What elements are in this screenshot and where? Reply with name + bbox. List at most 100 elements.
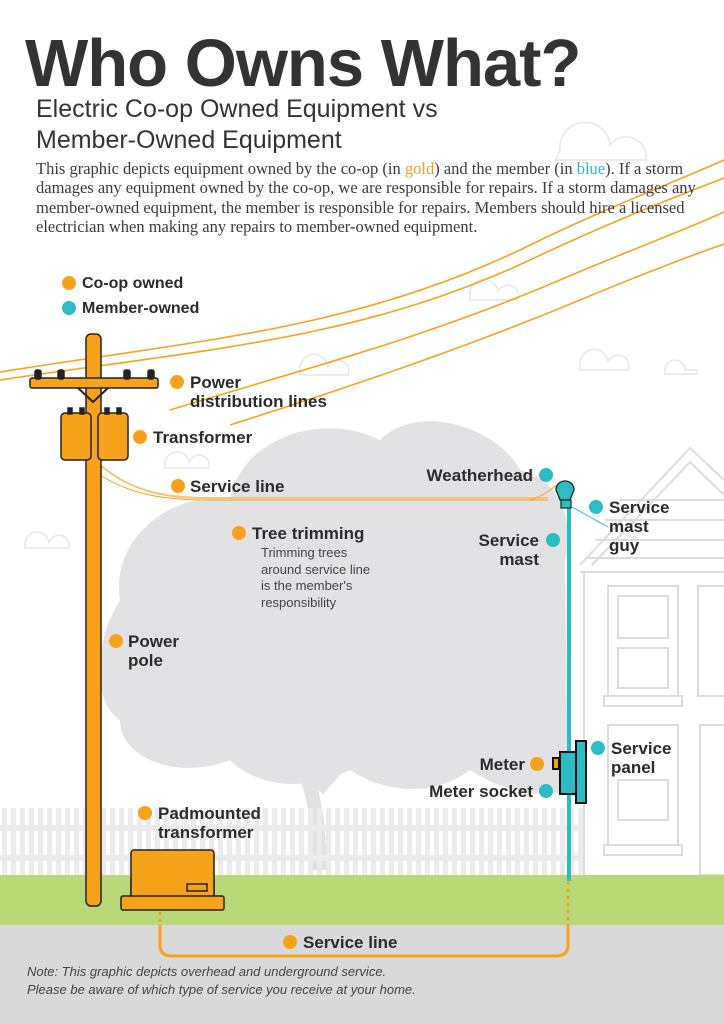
service-panel-dot <box>591 741 605 755</box>
fence-picket <box>182 808 187 875</box>
fence-picket <box>344 808 349 875</box>
label-meter: Meter <box>479 755 525 774</box>
fence-picket <box>551 808 556 875</box>
fence-picket <box>335 808 340 875</box>
underground-service-line-dot <box>283 935 297 949</box>
transformer-illustration <box>60 407 129 461</box>
fence-picket <box>398 808 403 875</box>
blue-word: blue <box>576 159 606 178</box>
gold-word: gold <box>404 159 435 178</box>
fence-picket <box>101 808 106 875</box>
fence-picket <box>425 808 430 875</box>
label-line: panel <box>611 758 656 777</box>
fence-picket <box>236 808 241 875</box>
note-line: Please be aware of which type of service… <box>27 982 416 997</box>
fence-picket <box>2 808 7 875</box>
fence-picket <box>173 808 178 875</box>
fence-picket <box>308 808 313 875</box>
fence-picket <box>317 808 322 875</box>
intro-paragraph: This graphic depicts equipment owned by … <box>36 159 724 237</box>
fence-picket <box>146 808 151 875</box>
fence-picket <box>299 808 304 875</box>
ground <box>0 925 724 1024</box>
label-line: Power <box>190 373 242 392</box>
fence-picket <box>110 808 115 875</box>
label-line: distribution lines <box>190 392 327 411</box>
fence-picket <box>128 808 133 875</box>
fence-picket <box>452 808 457 875</box>
label-line: mast <box>609 517 649 536</box>
page-title: Who Owns What? <box>25 26 581 101</box>
power-pole-dot <box>109 634 123 648</box>
subtitle-line-2: Member-Owned Equipment <box>36 126 342 154</box>
legend-member-owned: Member-owned <box>82 300 200 317</box>
fence-picket <box>263 808 268 875</box>
fence-picket <box>191 808 196 875</box>
label-line: Padmounted <box>158 804 261 823</box>
meter-dot <box>530 757 544 771</box>
service-mast-illustration <box>555 480 609 881</box>
note-line: Note: This graphic depicts overhead and … <box>27 964 387 979</box>
fence-picket <box>362 808 367 875</box>
label-line: transformer <box>158 823 254 842</box>
fence-picket <box>389 808 394 875</box>
label-tree-trimming: Tree trimming <box>252 524 365 543</box>
subtitle-line-1: Electric Co-op Owned Equipment vs <box>36 95 438 123</box>
fence-picket <box>218 808 223 875</box>
fence-picket <box>434 808 439 875</box>
fence-picket <box>371 808 376 875</box>
fence-picket <box>29 808 34 875</box>
fence-picket <box>488 808 493 875</box>
fence-picket <box>56 808 61 875</box>
house-illustration <box>579 446 724 876</box>
fence-picket <box>542 808 547 875</box>
label-line: guy <box>609 536 640 555</box>
fence-picket <box>20 808 25 875</box>
label-transformer: Transformer <box>153 428 253 447</box>
fence-picket <box>119 808 124 875</box>
fence-picket <box>578 808 583 875</box>
fence-picket <box>497 808 502 875</box>
grass <box>0 875 724 925</box>
meter-illustration <box>552 740 587 804</box>
fence-picket <box>353 808 358 875</box>
label-line: mast <box>499 550 539 569</box>
tree-trimming-dot <box>232 526 246 540</box>
fence-picket <box>245 808 250 875</box>
label-service-line-overhead: Service line <box>190 477 285 496</box>
label-weatherhead: Weatherhead <box>426 466 533 485</box>
padmount-dot <box>138 806 152 820</box>
coop-legend-dot <box>62 276 76 290</box>
fence-picket <box>515 808 520 875</box>
label-line: Service <box>611 739 672 758</box>
label-meter-socket: Meter socket <box>429 782 533 801</box>
label-service-line-underground: Service line <box>303 933 398 952</box>
fence-picket <box>155 808 160 875</box>
note-line: around service line <box>261 561 371 577</box>
service-line-dot <box>171 479 185 493</box>
intro-text: ). If a storm damages any equipment owne… <box>36 159 696 237</box>
note-line: responsibility <box>261 594 337 610</box>
fence-picket <box>416 808 421 875</box>
fence-picket <box>290 808 295 875</box>
fence-picket <box>164 808 169 875</box>
fence-picket <box>65 808 70 875</box>
fence-picket <box>137 808 142 875</box>
fence-picket <box>560 808 565 875</box>
note-line: Trimming trees <box>261 545 348 560</box>
fence-picket <box>470 808 475 875</box>
member-legend-dot <box>62 301 76 315</box>
fence-picket <box>200 808 205 875</box>
intro-text: ) and the member (in <box>434 159 577 178</box>
padmounted-transformer-illustration <box>120 849 225 911</box>
fence-picket <box>209 808 214 875</box>
service-line-underground <box>158 882 570 958</box>
fence-picket <box>380 808 385 875</box>
fence-picket <box>254 808 259 875</box>
